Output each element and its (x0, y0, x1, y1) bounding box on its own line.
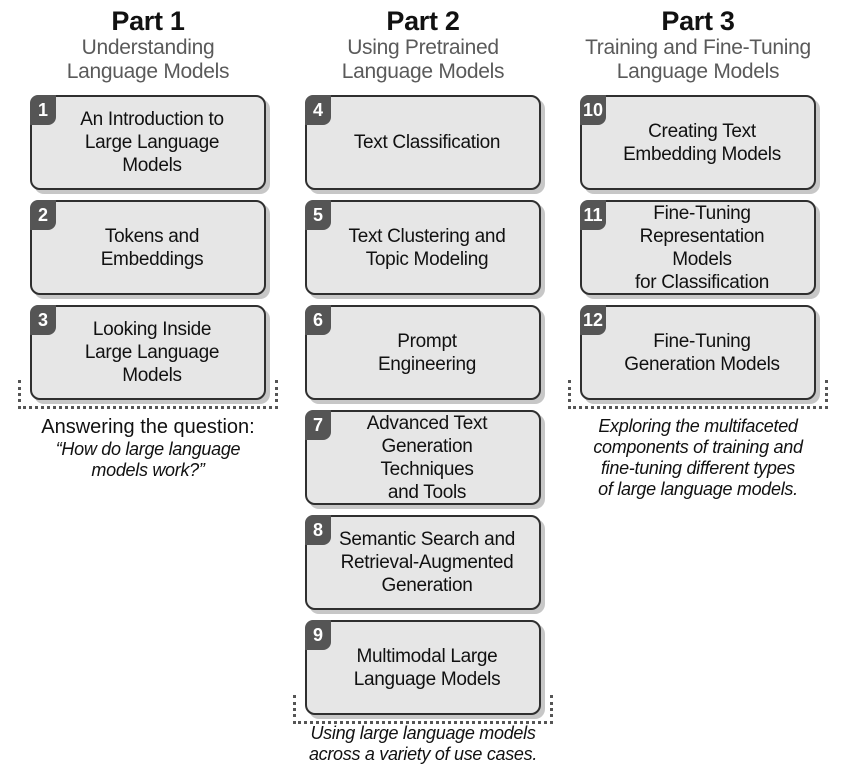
chapter-title-line: Tokens and (104, 225, 200, 247)
chapter-title-line: Advanced Text (366, 412, 488, 434)
chapter-title-line: Generation Techniques (380, 435, 474, 480)
chapter-title-line: Large Language Models (84, 132, 220, 176)
caption-line: of large language models. (598, 479, 798, 499)
part-title: Part 3 (661, 6, 735, 36)
chapter-number-badge: 1 (30, 95, 56, 125)
caption-line: Using large language models (310, 723, 536, 743)
part-subtitle-line: Language Models (616, 60, 780, 83)
chapter-title-line: Representation Models (639, 225, 765, 270)
chapter-number-badge: 6 (305, 305, 331, 335)
part-subtitle-line: Using Pretrained (347, 36, 499, 59)
chapter-title-line: Engineering (377, 353, 477, 375)
chapter-number-badge: 4 (305, 95, 331, 125)
chapter-number-badge: 5 (305, 200, 331, 230)
caption-line: Exploring the multifaceted (598, 416, 798, 436)
caption-line: across a variety of use cases. (308, 744, 538, 764)
chapter-title-line: Creating Text (648, 120, 756, 142)
chapter-number-badge: 9 (305, 620, 331, 650)
caption-line: fine-tuning different types (600, 458, 796, 478)
chapter-number-badge: 12 (580, 305, 606, 335)
part-3-bracket (568, 380, 828, 409)
part-2-bracket (293, 695, 553, 724)
caption-line: components of training and (593, 437, 803, 457)
chapter-title-line: Looking Inside (92, 319, 212, 340)
chapter-title-line: Text Clustering and (348, 225, 506, 247)
chapter-title-line: Embeddings (100, 248, 204, 270)
chapter-title-line: An Introduction to (80, 109, 224, 130)
chapter-number-badge: 10 (580, 95, 606, 125)
chapter-title-line: Fine-Tuning (653, 330, 751, 352)
chapter-number-badge: 3 (30, 305, 56, 335)
chapter-title: Text Classification (324, 131, 522, 154)
caption-line: models work?” (91, 460, 205, 480)
chapter-title-line: Generation (381, 575, 473, 596)
chapter-title-line: for Classification (635, 271, 769, 293)
chapter-title-line: Multimodal Large (356, 645, 498, 667)
chapter-number-badge: 7 (305, 410, 331, 440)
chapter-number-badge: 11 (580, 200, 606, 230)
part-subtitle-line: Language Models (341, 60, 505, 83)
chapter-title-line: Language Models (353, 668, 501, 690)
chapter-title-line: Fine-Tuning (653, 202, 751, 224)
chapter-title-line: Prompt (397, 330, 457, 352)
chapter-title-line: Semantic Search and (339, 529, 515, 550)
chapter-title-line: Retrieval-Augmented (340, 552, 514, 573)
chapter-title-line: Large Language Models (84, 342, 220, 386)
caption-heading: Answering the question: (41, 416, 255, 438)
chapter-number-badge: 8 (305, 515, 331, 545)
chapter-title-line: Text Classification (353, 132, 501, 153)
part-subtitle-line: Language Models (66, 60, 230, 83)
part-title: Part 1 (111, 6, 185, 36)
chapter-title-line: Embedding Models (623, 143, 781, 165)
part-1-caption: Answering the question:“How do large lan… (0, 416, 296, 481)
chapter-title-line: Generation Models (624, 353, 780, 375)
part-1-bracket (18, 380, 278, 409)
part-title: Part 2 (386, 6, 460, 36)
caption-line: “How do large language (55, 439, 241, 459)
chapter-title-line: Topic Modeling (365, 248, 489, 270)
part-subtitle-line: Training and Fine-Tuning (585, 36, 811, 59)
part-subtitle-line: Understanding (81, 36, 215, 59)
chapter-number-badge: 2 (30, 200, 56, 230)
chapter-title-line: and Tools (387, 481, 467, 503)
